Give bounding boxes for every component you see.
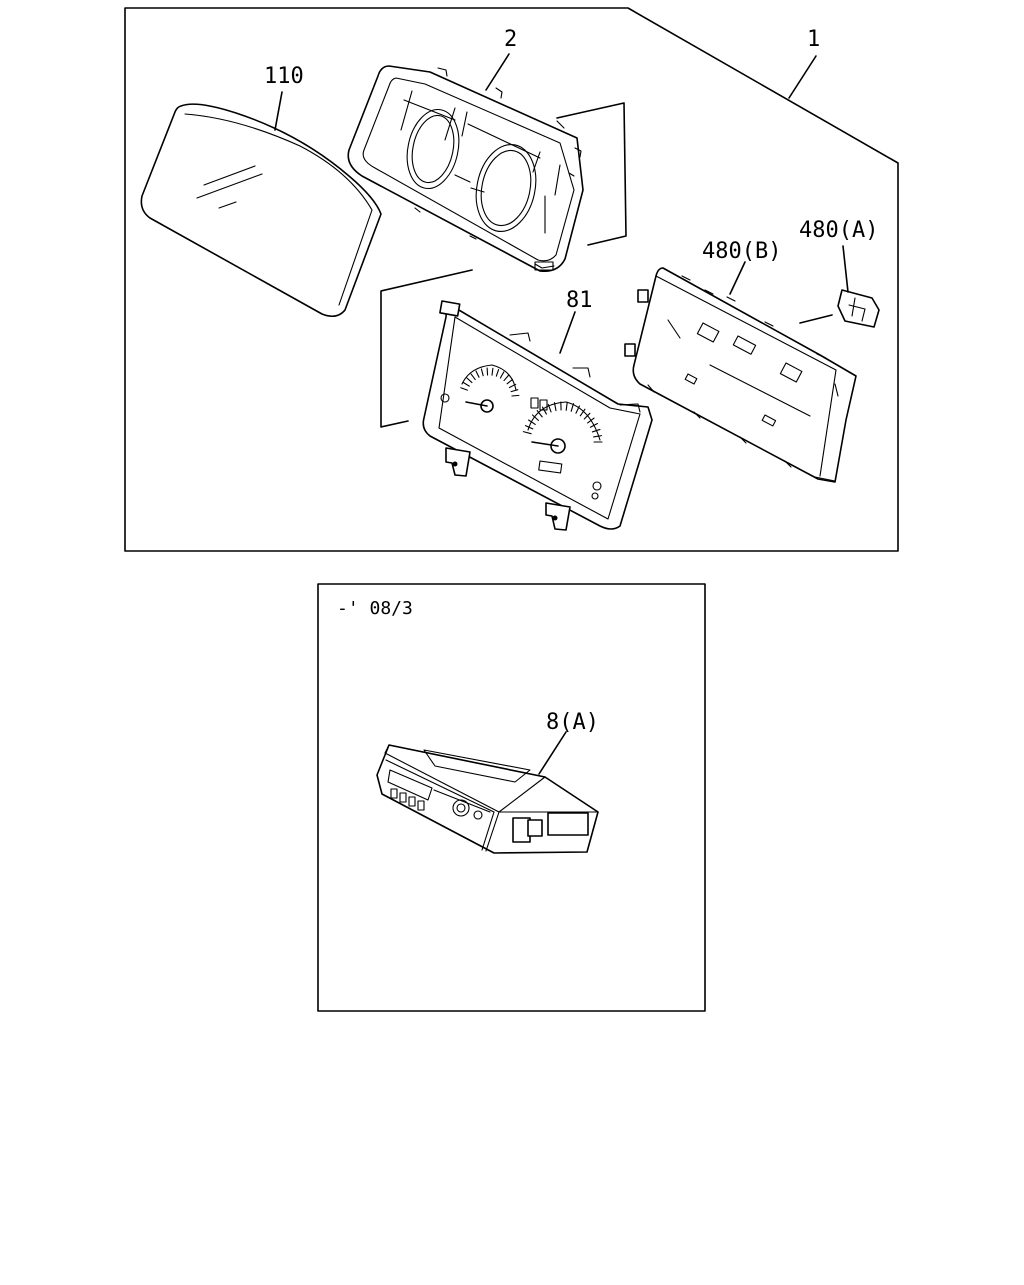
- callout-bezel: 2: [504, 27, 517, 52]
- callout-circuit-a: 480(A): [799, 218, 878, 243]
- callout-lens: 110: [264, 64, 304, 89]
- lens-glass: [141, 104, 381, 316]
- bezel: [348, 66, 583, 271]
- inset-note: -' 08/3: [337, 598, 413, 619]
- connector-chip: [838, 290, 879, 327]
- callout-circuit-b: 480(B): [702, 239, 781, 264]
- gauge-tick: [512, 395, 519, 396]
- dial-plate: [423, 301, 652, 530]
- circuit-board: [625, 268, 856, 482]
- callout-dial-plate: 81: [566, 288, 593, 313]
- callout-assembly: 1: [807, 27, 820, 52]
- callout-module: 8(A): [546, 710, 599, 735]
- leader-module: [539, 732, 566, 774]
- module-unit: [377, 745, 598, 853]
